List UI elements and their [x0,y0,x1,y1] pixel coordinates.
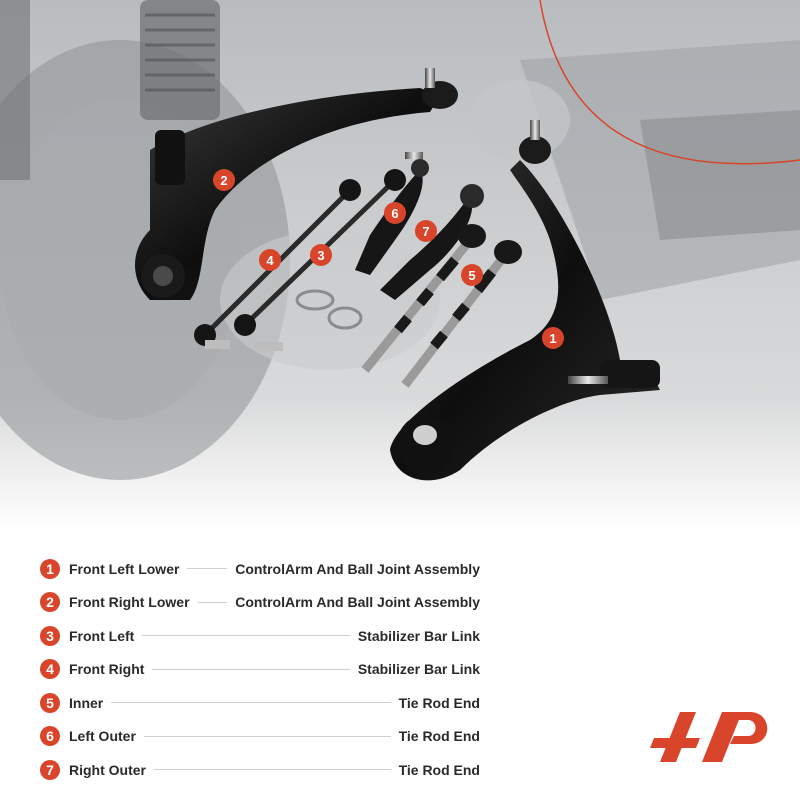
legend-number-badge: 2 [40,592,60,613]
legend-number-badge: 1 [40,558,60,579]
callout-2: 2 [213,169,235,191]
legend-row: 3 Front Left Stabilizer Bar Link [40,619,480,653]
svg-text:4: 4 [266,253,274,268]
legend-position-label: Right Outer [69,761,146,778]
svg-text:5: 5 [468,268,475,283]
svg-text:3: 3 [317,248,324,263]
control-arm-right [135,68,458,300]
legend-position-label: Front Left [69,627,135,644]
leader-line [152,668,350,670]
callout-markers: 1 2 3 4 5 6 7 [213,169,564,349]
leader-line [142,635,350,637]
legend-position-label: Front Left Lower [69,560,180,577]
legend-row: 5 Inner Tie Rod End [40,686,480,720]
callout-7: 7 [415,220,437,242]
legend-part-label: ControlArm And Ball Joint Assembly [235,560,480,577]
legend-position-label: Front Right Lower [69,594,190,611]
legend-number-badge: 6 [40,726,60,747]
inner-tie-rod-ends [361,224,522,388]
callout-5: 5 [461,264,483,286]
brand-logo [650,712,768,762]
legend-part-label: Tie Rod End [398,761,480,778]
callout-6: 6 [384,202,406,224]
legend-row: 1 Front Left Lower ControlArm And Ball Joi… [40,552,480,586]
leader-line [111,702,391,704]
legend-part-label: ControlArm And Ball Joint Assembly [235,594,480,611]
legend-row: 7 Right Outer Tie Rod End [40,753,480,787]
leader-line [154,769,391,771]
callout-1: 1 [542,327,564,349]
svg-text:1: 1 [549,331,556,346]
legend-number-badge: 5 [40,692,60,713]
suspension-photo: 1 2 3 4 5 6 7 [0,0,800,530]
legend-part-label: Tie Rod End [398,694,480,711]
legend-row: 4 Front Right Stabilizer Bar Link [40,653,480,687]
legend-part-label: Stabilizer Bar Link [357,661,480,678]
callout-3: 3 [310,244,332,266]
legend-position-label: Front Right [69,661,145,678]
legend-row: 2 Front Right Lower ControlArm And Ball Jo… [40,586,480,620]
legend-position-label: Left Outer [69,728,136,745]
leader-line [143,735,391,737]
legend-number-badge: 4 [40,659,60,680]
legend-position-label: Inner [69,694,104,711]
legend-part-label: Tie Rod End [398,728,480,745]
legend-row: 6 Left Outer Tie Rod End [40,720,480,754]
svg-text:2: 2 [220,173,227,188]
outer-tie-rod-ends [355,152,484,300]
legend-number-badge: 7 [40,759,60,780]
callout-4: 4 [259,249,281,271]
leader-line [197,601,228,603]
svg-text:6: 6 [391,206,398,221]
leader-line [187,568,228,570]
svg-text:7: 7 [422,224,429,239]
control-arm-left [390,120,660,481]
legend-number-badge: 3 [40,625,60,646]
legend-part-label: Stabilizer Bar Link [357,627,480,644]
